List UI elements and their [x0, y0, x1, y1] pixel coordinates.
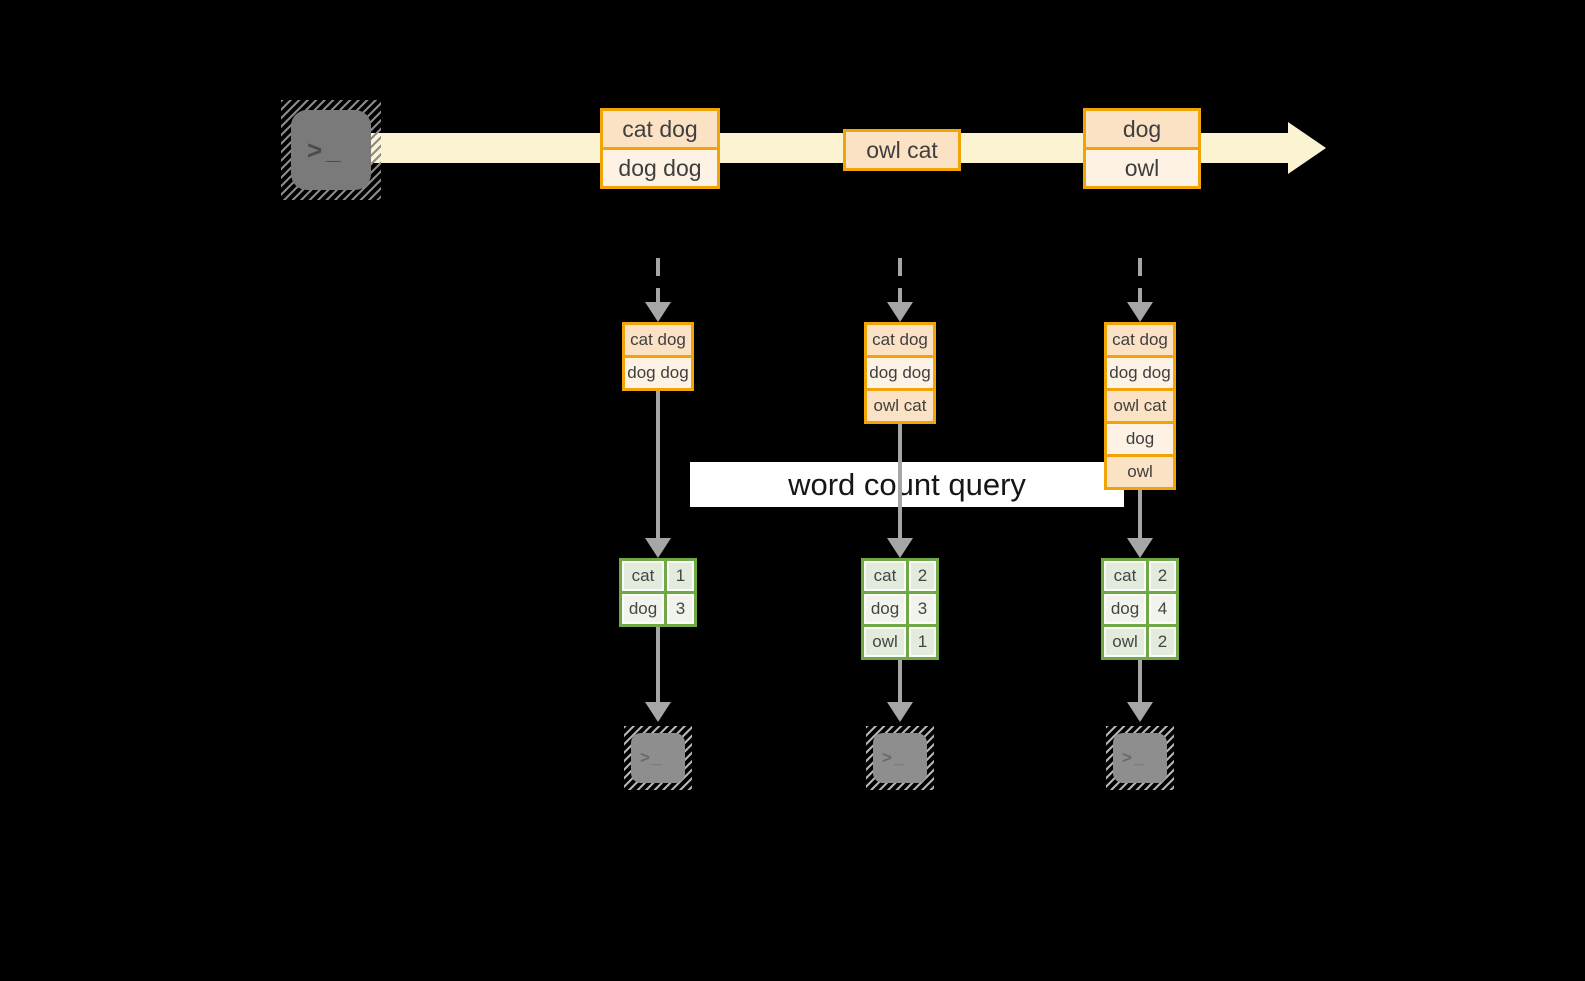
count-cell: 3: [667, 594, 694, 624]
buffer-cell: cat dog: [1107, 325, 1173, 355]
terminal-icon-body: >_: [873, 733, 927, 783]
batch-cell: cat dog: [603, 111, 717, 147]
word-cell: owl: [1104, 627, 1146, 657]
word-cell: dog: [864, 594, 906, 624]
terminal-prompt-glyph: >_: [1122, 748, 1146, 767]
input-buffer-3: cat dog dog dog owl cat dog owl: [1104, 322, 1176, 490]
buffer-cell: owl cat: [867, 391, 933, 421]
stream-batch-3: dog owl: [1083, 108, 1201, 189]
terminal-prompt-glyph: >_: [882, 748, 906, 767]
input-buffer-2: cat dog dog dog owl cat: [864, 322, 936, 424]
count-cell: 2: [1149, 627, 1176, 657]
dashed-connector: [656, 258, 660, 302]
input-buffer-1: cat dog dog dog: [622, 322, 694, 391]
buffer-cell: cat dog: [867, 325, 933, 355]
terminal-icon: >_: [1106, 726, 1174, 790]
arrowhead-icon: [1127, 302, 1153, 322]
terminal-icon: >_: [624, 726, 692, 790]
result-table-2: cat 2 dog 3 owl 1: [861, 558, 939, 660]
query-label: word count query: [690, 462, 1124, 507]
buffer-cell: dog: [1107, 424, 1173, 454]
batch-cell: dog: [1086, 111, 1198, 147]
word-cell: cat: [864, 561, 906, 591]
arrowhead-icon: [645, 702, 671, 722]
word-cell: cat: [622, 561, 664, 591]
count-cell: 4: [1149, 594, 1176, 624]
batch-cell: owl: [1086, 150, 1198, 186]
connector-line: [898, 660, 902, 702]
terminal-icon: >_: [866, 726, 934, 790]
arrowhead-icon: [887, 702, 913, 722]
count-cell: 1: [909, 627, 936, 657]
count-cell: 1: [667, 561, 694, 591]
batch-cell: dog dog: [603, 150, 717, 186]
terminal-icon-body: >_: [631, 733, 685, 783]
arrowhead-icon: [645, 538, 671, 558]
connector-line: [1138, 660, 1142, 702]
stream-batch-1: cat dog dog dog: [600, 108, 720, 189]
buffer-cell: dog dog: [625, 358, 691, 388]
result-table-3: cat 2 dog 4 owl 2: [1101, 558, 1179, 660]
stream-batch-2: owl cat: [843, 129, 961, 171]
terminal-prompt-glyph: >_: [307, 134, 345, 165]
arrowhead-icon: [645, 302, 671, 322]
arrowhead-icon: [887, 538, 913, 558]
terminal-prompt-glyph: >_: [640, 748, 664, 767]
word-cell: dog: [622, 594, 664, 624]
count-cell: 2: [1149, 561, 1176, 591]
batch-cell: owl cat: [846, 132, 958, 168]
word-cell: dog: [1104, 594, 1146, 624]
terminal-icon-body: >_: [1113, 733, 1167, 783]
terminal-icon: >_: [281, 100, 381, 200]
dashed-connector: [1138, 258, 1142, 302]
buffer-cell: dog dog: [1107, 358, 1173, 388]
buffer-cell: dog dog: [867, 358, 933, 388]
word-cell: cat: [1104, 561, 1146, 591]
connector-line: [898, 424, 902, 538]
buffer-cell: owl cat: [1107, 391, 1173, 421]
connector-line: [1138, 490, 1142, 538]
word-cell: owl: [864, 627, 906, 657]
count-cell: 2: [909, 561, 936, 591]
terminal-icon-body: >_: [291, 110, 371, 190]
arrowhead-icon: [1127, 702, 1153, 722]
arrowhead-icon: [887, 302, 913, 322]
dashed-connector: [898, 258, 902, 302]
connector-line: [656, 391, 660, 538]
stream-arrowhead-icon: [1288, 122, 1326, 174]
connector-line: [656, 627, 660, 702]
count-cell: 3: [909, 594, 936, 624]
buffer-cell: cat dog: [625, 325, 691, 355]
result-table-1: cat 1 dog 3: [619, 558, 697, 627]
arrowhead-icon: [1127, 538, 1153, 558]
buffer-cell: owl: [1107, 457, 1173, 487]
